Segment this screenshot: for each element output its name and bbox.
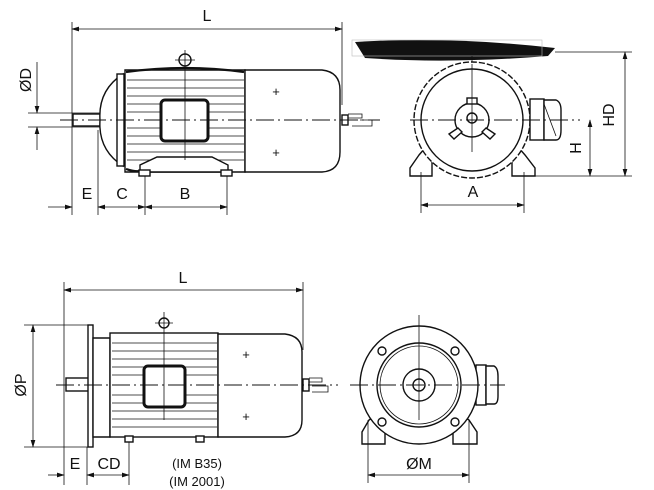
label-l: L xyxy=(203,8,212,25)
label-h: H xyxy=(568,142,585,154)
terminal-box xyxy=(159,98,210,143)
bottom-end-view: ØM xyxy=(350,315,505,483)
svg-text:+: + xyxy=(272,84,280,99)
foot-left xyxy=(138,169,151,177)
flange xyxy=(87,324,94,448)
label-om: ØM xyxy=(406,456,432,473)
label-l-bottom: L xyxy=(179,270,188,287)
svg-text:+: + xyxy=(272,145,280,160)
svg-text:+: + xyxy=(242,347,250,362)
foot-right xyxy=(220,169,233,177)
label-c: C xyxy=(116,186,128,203)
bolt-holes xyxy=(377,346,460,427)
label-op: ØP xyxy=(13,373,30,396)
fan-cover xyxy=(244,69,341,173)
flange-hub xyxy=(92,337,111,438)
label-e-bottom: E xyxy=(70,456,81,473)
mount-type-2001: (IM 2001) xyxy=(169,474,225,489)
label-b: B xyxy=(180,186,191,203)
mount-type-b35: (IM B35) xyxy=(172,456,222,471)
label-cd: CD xyxy=(97,456,120,473)
label-hd: HD xyxy=(601,103,618,126)
svg-text:+: + xyxy=(242,409,250,424)
top-side-view: L + + xyxy=(18,8,380,215)
label-od: ØD xyxy=(18,68,35,92)
label-a: A xyxy=(468,184,479,201)
terminal-box-end xyxy=(529,98,545,141)
foot-base xyxy=(139,156,229,173)
label-e: E xyxy=(82,186,93,203)
fan-cover-bottom xyxy=(217,333,303,438)
scribble-mark xyxy=(355,40,555,61)
bottom-side-view: L + + ØP xyxy=(13,270,338,489)
terminal-box-bottom xyxy=(142,364,187,409)
top-end-view: HD H A xyxy=(351,39,632,213)
shaft-bottom xyxy=(65,377,92,392)
